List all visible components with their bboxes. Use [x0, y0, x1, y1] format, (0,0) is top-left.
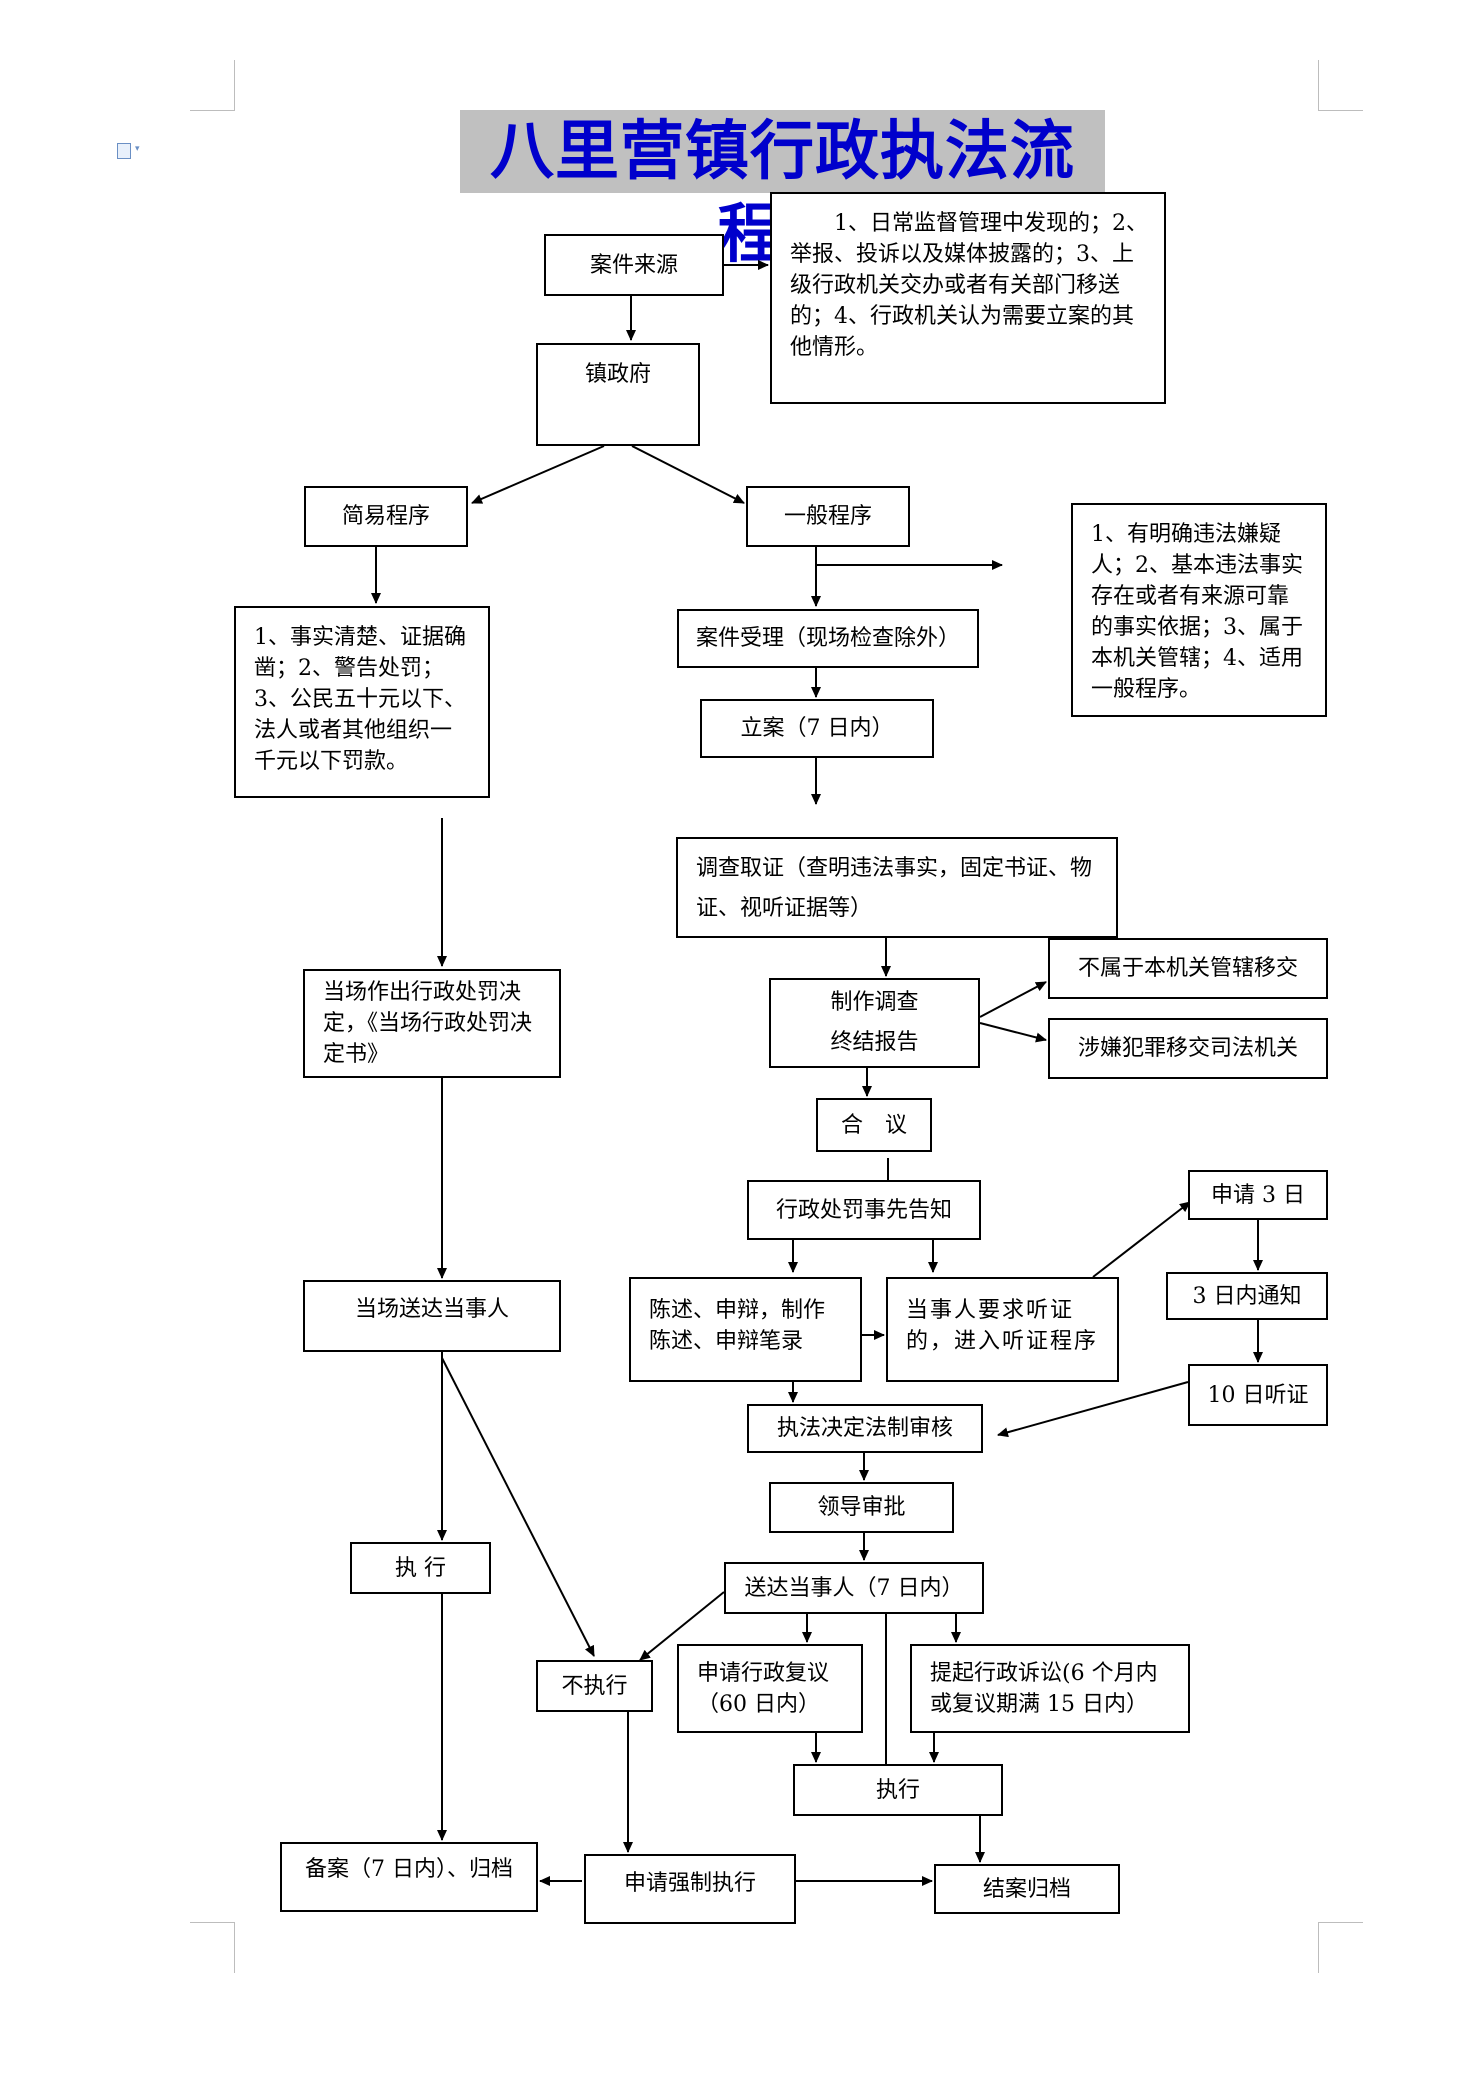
node-case-accept: 案件受理（现场检查除外） [677, 609, 979, 668]
corner-mark-top-left [190, 60, 235, 111]
node-hearing-request: 当事人要求听证的，进入听证程序 [886, 1277, 1119, 1382]
node-transfer-other: 不属于本机关管辖移交 [1048, 938, 1328, 999]
node-reconsider: 申请行政复议（60 日内） [677, 1644, 863, 1733]
node-simple-conditions: 1、事实清楚、证据确凿；2、警告处罚；3、公民五十元以下、法人或者其他组织一千元… [234, 606, 490, 798]
document-icon[interactable] [117, 143, 131, 159]
node-legal-review: 执法决定法制审核 [747, 1404, 983, 1453]
node-deliver-party: 送达当事人（7 日内） [724, 1562, 984, 1614]
node-report: 制作调查 终结报告 [769, 978, 980, 1068]
node-simple-procedure: 简易程序 [304, 486, 468, 547]
node-general-conditions: 1、有明确违法嫌疑人；2、基本违法事实存在或者有来源可靠的事实依据；3、属于本机… [1071, 503, 1327, 717]
node-apply-3day: 申请 3 日 [1188, 1170, 1328, 1220]
node-statement: 陈述、申辩，制作陈述、申辩笔录 [629, 1277, 862, 1382]
node-force-execute: 申请强制执行 [584, 1854, 796, 1924]
node-litigation: 提起行政诉讼(6 个月内或复议期满 15 日内） [910, 1644, 1190, 1733]
node-investigate: 调查取证（查明违法事实，固定书证、物证、视听证据等） [676, 837, 1118, 938]
corner-mark-bottom-left [190, 1922, 235, 1973]
node-execute-center: 执行 [793, 1764, 1003, 1816]
node-case-source-note: 1、日常监督管理中发现的；2、举报、投诉以及媒体披露的；3、上级行政机关交办或者… [770, 192, 1166, 404]
node-execute-left: 执 行 [350, 1542, 491, 1594]
chevron-down-icon[interactable]: ▾ [135, 144, 140, 154]
node-prior-notice: 行政处罚事先告知 [747, 1180, 981, 1240]
node-hearing-10day: 10 日听证 [1188, 1364, 1328, 1426]
node-file-case: 立案（7 日内） [700, 699, 934, 758]
node-not-execute: 不执行 [536, 1660, 653, 1712]
node-leader-approve: 领导审批 [769, 1482, 954, 1533]
node-close-archive: 结案归档 [934, 1864, 1120, 1914]
node-onsite-decision: 当场作出行政处罚决定，《当场行政处罚决定书》 [303, 969, 561, 1078]
node-case-source: 案件来源 [544, 234, 724, 296]
node-notify-3day: 3 日内通知 [1166, 1272, 1328, 1320]
corner-mark-top-right [1318, 60, 1363, 111]
node-transfer-judicial: 涉嫌犯罪移交司法机关 [1048, 1018, 1328, 1079]
node-onsite-deliver: 当场送达当事人 [303, 1280, 561, 1352]
node-town-gov: 镇政府 [536, 343, 700, 446]
node-deliberation: 合 议 [816, 1098, 932, 1152]
node-general-procedure: 一般程序 [746, 486, 910, 547]
corner-mark-bottom-right [1318, 1922, 1363, 1973]
node-record-archive: 备案（7 日内）、归档 [280, 1842, 538, 1912]
